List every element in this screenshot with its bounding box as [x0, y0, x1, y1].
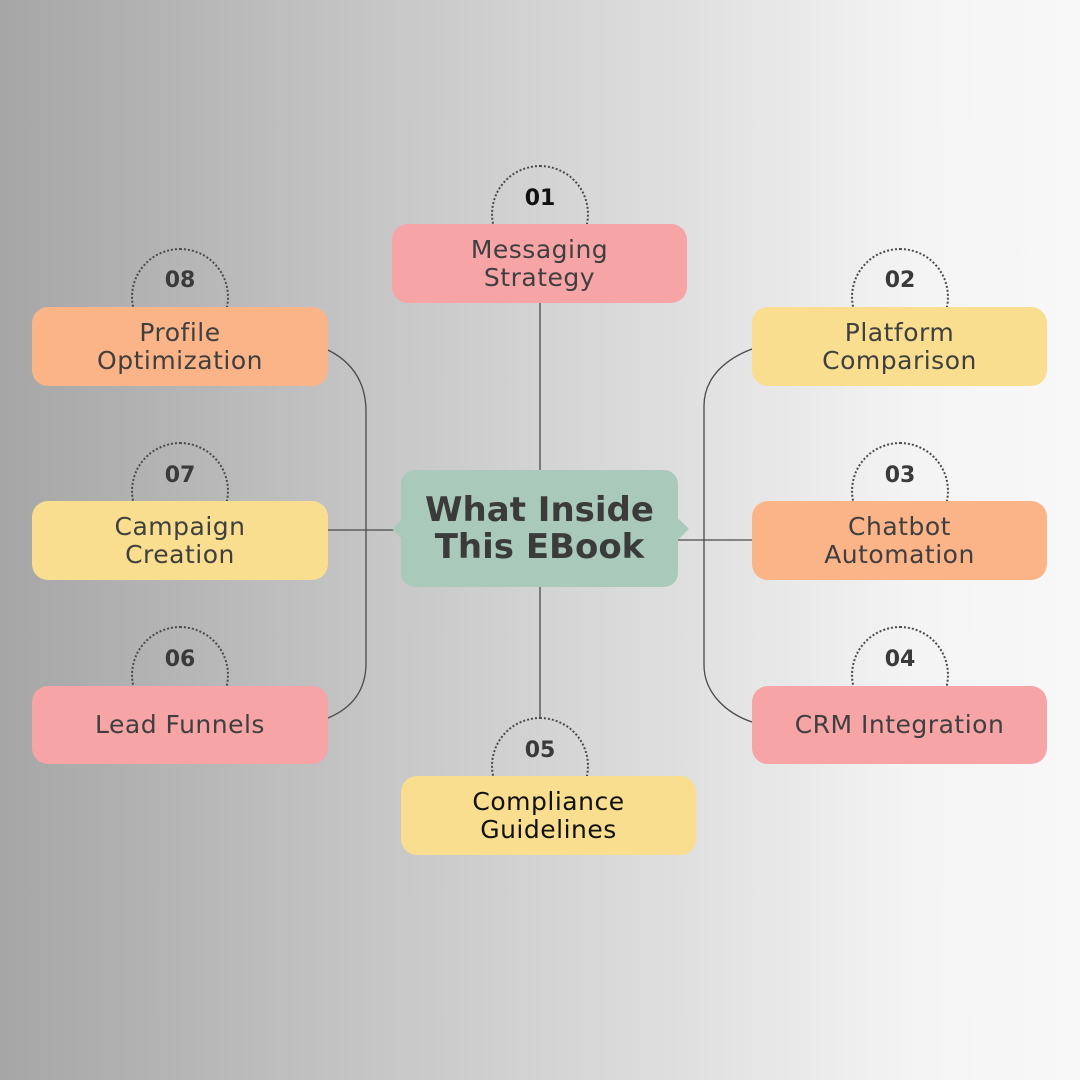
topic-label-04: CRM Integration	[794, 710, 1005, 739]
topic-node-02: Platform Comparison	[752, 307, 1047, 386]
center-title: What Inside This EBook	[425, 489, 654, 567]
connector-left-bracket	[327, 349, 367, 719]
badge-number-05: 05	[524, 738, 556, 763]
topic-label-02: Platform Comparison	[822, 317, 977, 375]
topic-node-04: CRM Integration	[752, 686, 1047, 764]
center-node: What Inside This EBook	[401, 470, 678, 587]
topic-node-01: Messaging Strategy	[392, 224, 687, 303]
topic-node-05: Compliance Guidelines	[401, 776, 696, 855]
badge-number-04: 04	[884, 647, 916, 672]
topic-label-07: Campaign Creation	[114, 511, 246, 569]
topic-label-08: Profile Optimization	[97, 317, 263, 375]
badge-number-06: 06	[164, 647, 196, 672]
topic-node-06: Lead Funnels	[32, 686, 328, 764]
topic-label-03: Chatbot Automation	[824, 511, 975, 569]
topic-node-08: Profile Optimization	[32, 307, 328, 386]
topic-node-03: Chatbot Automation	[752, 501, 1047, 580]
connector-right-bracket	[703, 348, 753, 723]
badge-number-07: 07	[164, 463, 196, 488]
topic-node-07: Campaign Creation	[32, 501, 328, 580]
badge-number-01: 01	[524, 186, 556, 211]
topic-label-01: Messaging Strategy	[470, 234, 609, 292]
topic-label-05: Compliance Guidelines	[472, 786, 625, 844]
badge-number-08: 08	[164, 268, 196, 293]
topic-label-06: Lead Funnels	[95, 710, 265, 739]
badge-number-02: 02	[884, 268, 916, 293]
badge-number-03: 03	[884, 463, 916, 488]
